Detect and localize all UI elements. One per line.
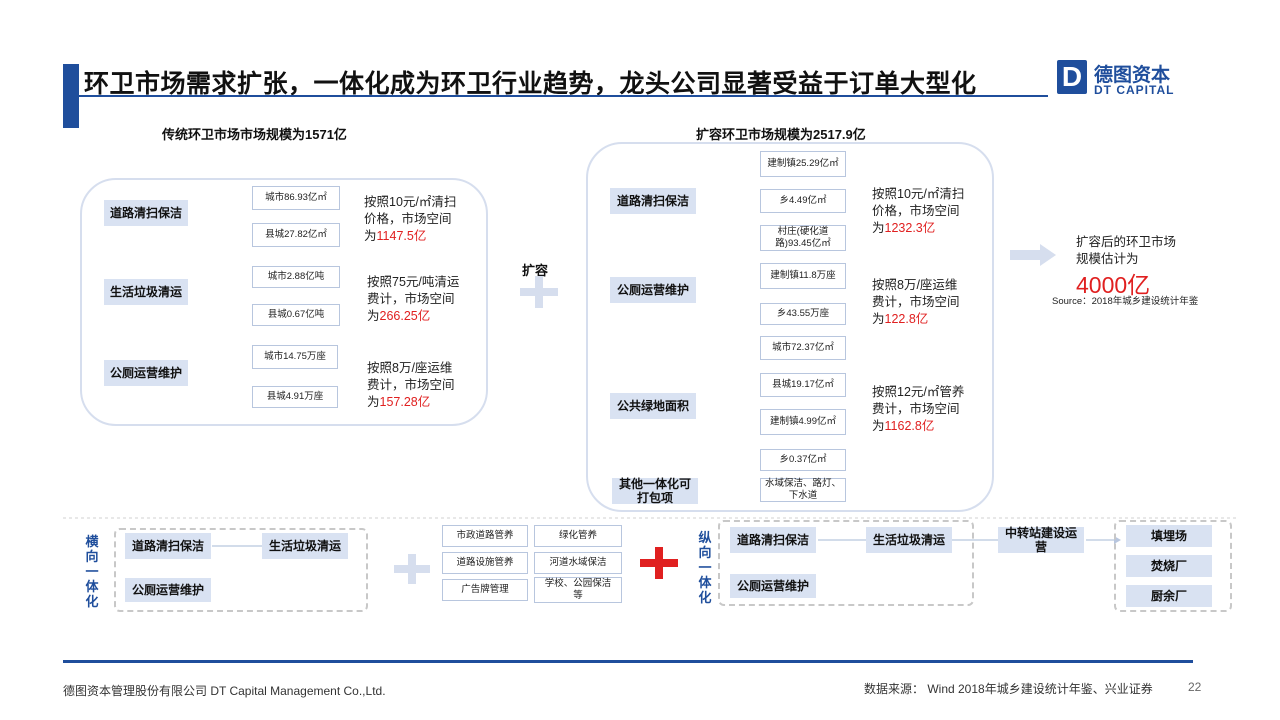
traditional-desc-garbage: 按照75元/吨清运费计，市场空间为266.25亿 bbox=[367, 275, 460, 323]
extra-item-road-facility: 道路设施管养 bbox=[442, 552, 528, 574]
expanded-sub-green-town: 建制镇4.99亿㎡ bbox=[760, 409, 846, 435]
footer-source: 数据来源： Wind 2018年城乡建设统计年鉴、兴业证券 bbox=[864, 682, 1153, 696]
logo-text-en: DT CAPITAL bbox=[1094, 83, 1175, 97]
footer-rule bbox=[63, 660, 1193, 663]
traditional-sub-garbage-county: 县城0.67亿吨 bbox=[252, 304, 340, 326]
traditional-section-title: 传统环卫市场市场规模为1571亿 bbox=[162, 127, 347, 142]
traditional-cat-garbage: 生活垃圾清运 bbox=[104, 279, 188, 305]
expanded-section-title: 扩容环卫市场规模为2517.9亿 bbox=[696, 127, 866, 142]
expanded-sub-toilet-town: 建制镇11.8万座 bbox=[760, 263, 846, 289]
expanded-sub-green-township: 乡0.37亿㎡ bbox=[760, 449, 846, 471]
end-kitchen-waste: 厨余厂 bbox=[1126, 585, 1212, 607]
expanded-sub-toilet-township: 乡43.55万座 bbox=[760, 303, 846, 325]
traditional-sub-garbage-city: 城市2.88亿吨 bbox=[252, 266, 340, 288]
expanded-sub-green-city: 城市72.37亿㎡ bbox=[760, 336, 846, 360]
horizontal-item-road: 道路清扫保洁 bbox=[125, 533, 211, 559]
result-source: Source：2018年城乡建设统计年鉴 bbox=[1052, 296, 1199, 307]
traditional-cat-toilet: 公厕运营维护 bbox=[104, 360, 188, 386]
vertical-item-garbage: 生活垃圾清运 bbox=[866, 527, 952, 553]
extra-item-municipal-road: 市政道路管养 bbox=[442, 525, 528, 547]
horizontal-integration-label: 横向一体化 bbox=[85, 534, 99, 609]
expanded-desc-green: 按照12元/㎡管养费计，市场空间为1162.8亿 bbox=[872, 385, 965, 433]
footer-company: 德图资本管理股份有限公司 DT Capital Management Co.,L… bbox=[63, 684, 386, 698]
extra-item-billboard: 广告牌管理 bbox=[442, 579, 528, 601]
expanded-sub-road-town: 建制镇25.29亿㎡ bbox=[760, 151, 846, 177]
vertical-ends-box bbox=[1114, 520, 1232, 612]
vertical-item-toilet: 公厕运营维护 bbox=[730, 574, 816, 598]
page-title: 环卫市场需求扩张，一体化成为环卫行业趋势，龙头公司显著受益于订单大型化 bbox=[84, 70, 977, 98]
end-incinerator: 焚烧厂 bbox=[1126, 555, 1212, 577]
expanded-cat-other: 其他一体化可打包项 bbox=[612, 477, 698, 505]
traditional-desc-road: 按照10元/㎡清扫价格，市场空间为1147.5亿 bbox=[364, 195, 457, 243]
logo-mark: D bbox=[1057, 60, 1087, 94]
horizontal-item-garbage: 生活垃圾清运 bbox=[262, 533, 348, 559]
horizontal-integration-box bbox=[114, 528, 368, 612]
vertical-transfer-station: 中转站建设运营 bbox=[998, 526, 1084, 554]
extra-item-river-cleaning: 河道水域保洁 bbox=[534, 552, 622, 574]
plus-icon-light bbox=[394, 554, 430, 584]
traditional-sub-road-city: 城市86.93亿㎡ bbox=[252, 186, 340, 210]
expanded-desc-road: 按照10元/㎡清扫价格，市场空间为1232.3亿 bbox=[872, 187, 965, 235]
expanded-sub-other: 水域保洁、路灯、下水道 bbox=[760, 478, 846, 502]
result-text: 扩容后的环卫市场规模估计为 bbox=[1076, 235, 1177, 266]
extra-item-greening: 绿化管养 bbox=[534, 525, 622, 547]
vertical-integration-label: 纵向一体化 bbox=[698, 530, 712, 605]
result-value: 4000亿 bbox=[1076, 272, 1151, 298]
expand-label: 扩容 bbox=[522, 263, 549, 278]
traditional-sub-toilet-county: 县城4.91万座 bbox=[252, 386, 338, 408]
expanded-cat-green: 公共绿地面积 bbox=[610, 393, 696, 419]
horizontal-item-toilet: 公厕运营维护 bbox=[125, 578, 211, 602]
traditional-sub-toilet-city: 城市14.75万座 bbox=[252, 345, 338, 369]
expanded-sub-green-county: 县城19.17亿㎡ bbox=[760, 373, 846, 397]
traditional-cat-road: 道路清扫保洁 bbox=[104, 200, 188, 226]
logo-text-cn: 德图资本 bbox=[1094, 65, 1171, 86]
vertical-integration-box bbox=[718, 520, 974, 606]
expanded-sub-road-village: 村庄(硬化道路)93.45亿㎡ bbox=[760, 225, 846, 251]
plus-icon bbox=[520, 276, 558, 308]
expanded-cat-toilet: 公厕运营维护 bbox=[610, 277, 696, 303]
expanded-sub-road-township: 乡4.49亿㎡ bbox=[760, 189, 846, 213]
traditional-desc-toilet: 按照8万/座运维费计，市场空间为157.28亿 bbox=[367, 361, 455, 409]
end-landfill: 填埋场 bbox=[1126, 525, 1212, 547]
plus-icon-red bbox=[640, 547, 678, 579]
extra-item-school-park: 学校、公园保洁等 bbox=[534, 577, 622, 603]
vertical-item-road: 道路清扫保洁 bbox=[730, 527, 816, 553]
page-number: 22 bbox=[1188, 680, 1202, 694]
arrow-right-icon bbox=[1010, 244, 1056, 266]
traditional-sub-road-county: 县城27.82亿㎡ bbox=[252, 223, 340, 247]
expanded-desc-toilet: 按照8万/座运维费计，市场空间为122.8亿 bbox=[872, 278, 960, 326]
expanded-cat-road: 道路清扫保洁 bbox=[610, 188, 696, 214]
title-underline bbox=[63, 95, 1048, 97]
